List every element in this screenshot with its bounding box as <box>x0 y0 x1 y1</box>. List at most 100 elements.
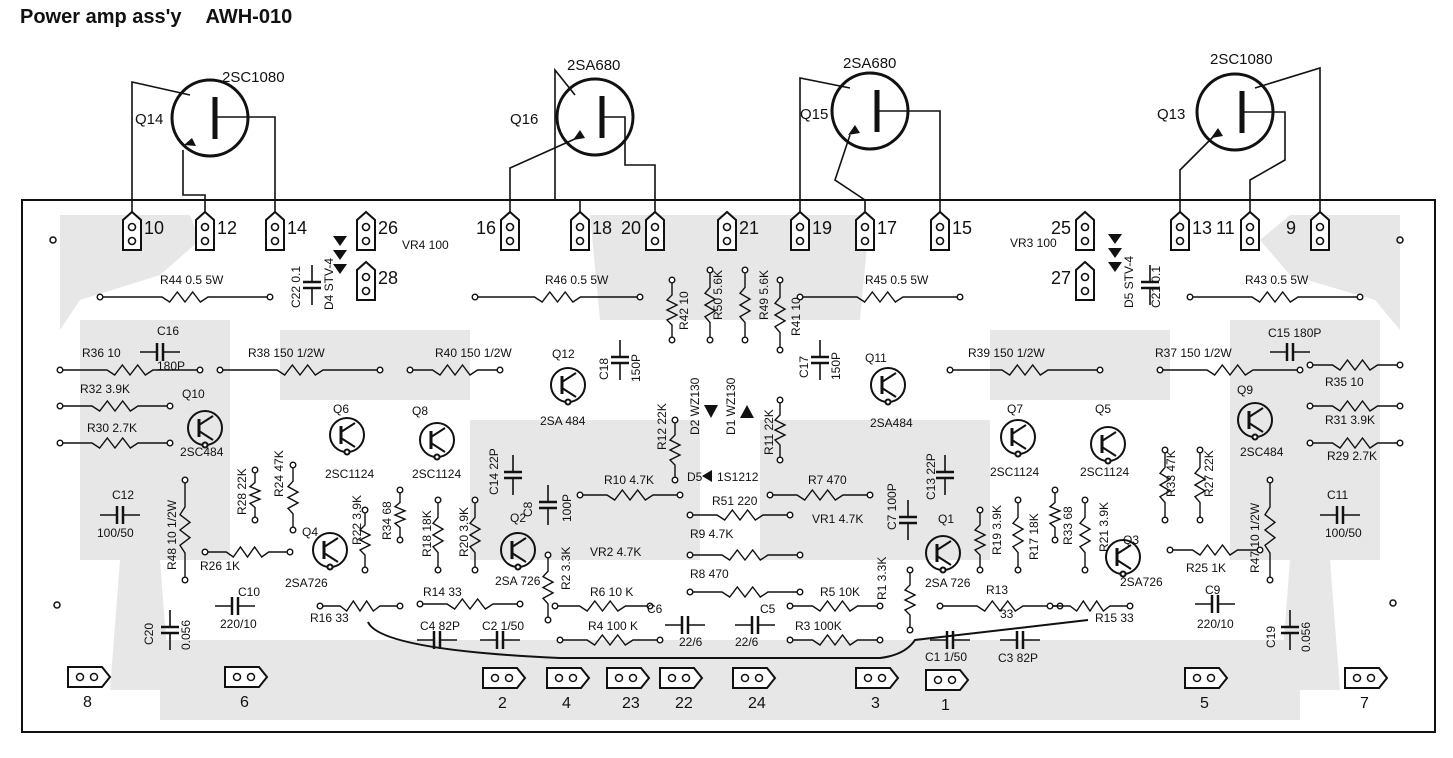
q1-part: 2SA 726 <box>925 576 971 590</box>
r22-label: R22 3.9K <box>350 495 364 545</box>
terminal-pad-16 <box>500 210 520 251</box>
c7-label: C7 100P <box>885 483 899 530</box>
q7-label: Q7 <box>1007 402 1023 416</box>
q15-label: Q15 <box>800 106 828 123</box>
capacitor-symbol <box>303 265 321 305</box>
capacitor-symbol <box>417 631 457 649</box>
q2-label: Q2 <box>510 511 526 525</box>
q4-part: 2SA726 <box>285 576 328 590</box>
small-transistor <box>550 367 586 406</box>
q6-label: Q6 <box>333 402 349 416</box>
component-labels: D4 STV-4 D5 STV-4 VR4 100 VR3 100 R44 0.… <box>80 236 1377 665</box>
terminal-label-16: 16 <box>476 218 496 238</box>
terminal-label-15: 15 <box>952 218 972 238</box>
terminal-label-13: 13 <box>1192 218 1212 238</box>
resistor-symbol <box>56 399 174 413</box>
bottom-pad-label-2: 2 <box>498 695 507 712</box>
resistor-symbol <box>786 599 884 613</box>
resistor-symbol <box>1048 486 1062 544</box>
r28-label: R28 22K <box>235 468 249 515</box>
resistor-symbol <box>1306 399 1404 413</box>
terminal-pad-14 <box>265 210 285 251</box>
small-transistor <box>1105 539 1141 578</box>
r46-label: R46 0.5 5W <box>545 273 609 287</box>
r31-label: R31 3.9K <box>1325 413 1375 427</box>
capacitor-symbol <box>161 610 179 650</box>
resistor-symbol <box>786 633 884 647</box>
q6-part: 2SC1124 <box>325 467 374 481</box>
r43-label: R43 0.5 5W <box>1245 273 1309 287</box>
c21-label: C21 0.1 <box>1149 266 1163 308</box>
resistor-symbol <box>1306 436 1404 450</box>
resistor-symbol <box>541 551 555 624</box>
capacitors <box>100 265 1360 650</box>
bottom-pad-2: 2 <box>482 667 527 712</box>
q15-part: 2SA680 <box>843 55 896 72</box>
c16-value: 180P <box>157 359 185 373</box>
r51-label: R51 220 <box>712 494 758 508</box>
q5-label: Q5 <box>1095 402 1111 416</box>
r17-label: R17 18K <box>1027 513 1041 560</box>
c11-value: 100/50 <box>1325 526 1362 540</box>
small-transistor <box>312 532 348 571</box>
terminal-pad-19 <box>790 210 810 251</box>
bottom-pad-7: 7 <box>1344 667 1389 712</box>
c9-value: 220/10 <box>1197 617 1234 631</box>
c8-value: 100P <box>560 494 574 522</box>
r47-label: R47 10 1/2W <box>1248 502 1262 573</box>
resistor-symbol <box>796 290 964 304</box>
q10-part: 2SC484 <box>180 445 224 459</box>
resistor-symbol <box>973 506 987 574</box>
terminal-pad-17 <box>855 210 875 251</box>
terminal-label-21: 21 <box>739 218 759 238</box>
jumper-wire <box>367 619 1089 659</box>
q12-label: Q12 <box>552 347 575 361</box>
q13-label: Q13 <box>1157 106 1185 123</box>
model-number: AWH-010 <box>205 6 293 28</box>
resistor-symbol <box>556 633 664 647</box>
resistor-symbol <box>216 363 384 377</box>
r19-label: R19 3.9K <box>990 505 1004 555</box>
r30-label: R30 2.7K <box>87 421 137 435</box>
bottom-pad-5: 5 <box>1184 667 1229 712</box>
resistor-symbol <box>358 506 372 574</box>
capacitor-symbol <box>100 506 140 524</box>
r34-label: R34 68 <box>380 501 394 540</box>
capacitor-symbol <box>1281 610 1299 650</box>
resistor-symbol <box>96 290 274 304</box>
c16-label: C16 <box>157 324 179 338</box>
q8-label: Q8 <box>412 404 428 418</box>
resistor-symbol <box>1186 290 1364 304</box>
resistor-symbol <box>416 597 524 611</box>
terminal-pad-28 <box>356 260 376 301</box>
terminal-label-27: 27 <box>1051 268 1071 288</box>
d5-label: D5 STV-4 <box>1122 256 1136 308</box>
resistor-symbol <box>668 416 682 484</box>
small-transistor <box>1000 419 1036 458</box>
capacitor-symbol <box>665 616 705 634</box>
bottom-pad-8: 8 <box>67 666 112 711</box>
resistor-symbol <box>471 290 644 304</box>
board-transistors <box>187 367 1273 578</box>
capacitor-symbol <box>480 631 520 649</box>
q2-part: 2SA 726 <box>495 574 541 588</box>
resistor-symbol <box>1011 496 1025 574</box>
c19-label: C19 <box>1264 626 1278 648</box>
resistor-symbol <box>686 508 794 522</box>
r1-label: R1 3.3K <box>875 557 889 600</box>
r12-label: R12 22K <box>655 403 669 450</box>
resistor-symbol <box>286 461 300 534</box>
resistor-symbol <box>431 496 445 574</box>
small-transistor <box>419 422 455 461</box>
terminal-pad-12 <box>195 210 215 251</box>
c20-value: 0.056 <box>179 620 193 650</box>
d5-small-value: 1S1212 <box>717 470 759 484</box>
r50-label: R50 5.6K <box>711 270 725 320</box>
resistor-symbol <box>1306 358 1404 372</box>
c15-label: C15 180P <box>1268 326 1321 340</box>
r37-label: R37 150 1/2W <box>1155 346 1232 360</box>
q16-label: Q16 <box>510 111 538 128</box>
d2-label: D2 WZ130 <box>688 377 702 435</box>
resistor-symbol <box>1166 543 1264 557</box>
